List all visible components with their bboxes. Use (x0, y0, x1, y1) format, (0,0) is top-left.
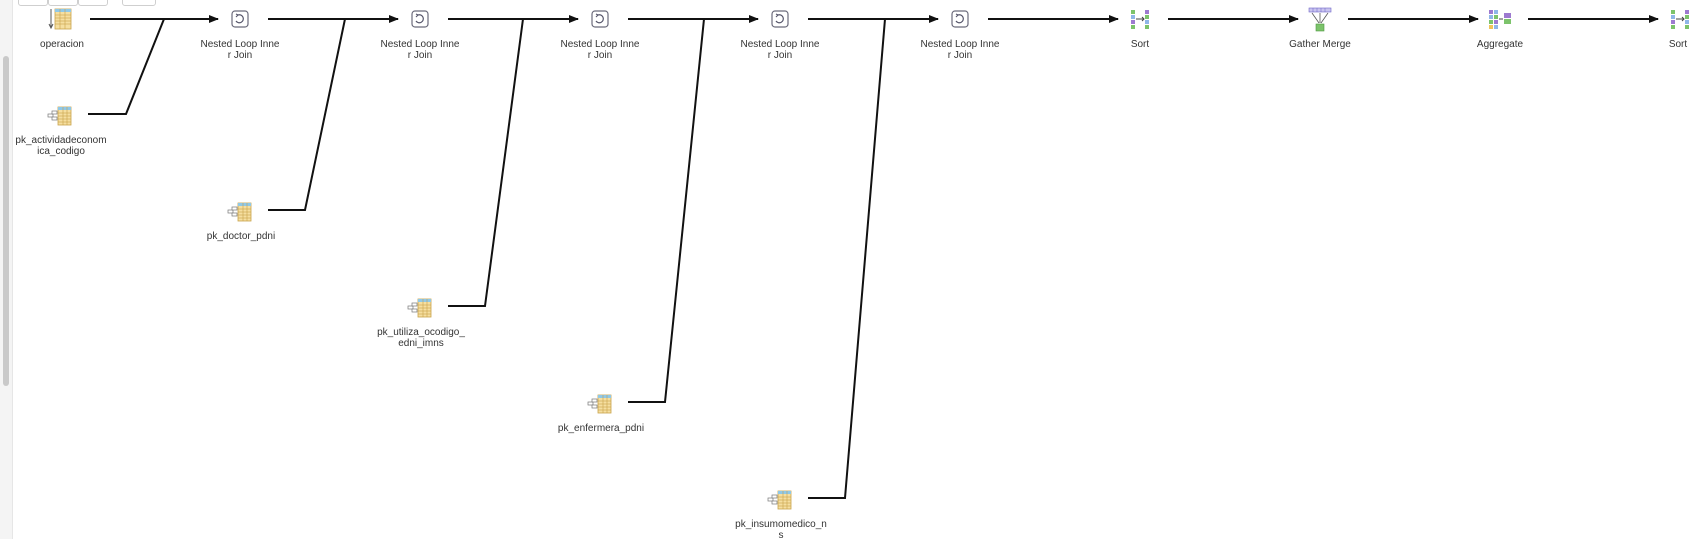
nested-loop-icon[interactable] (231, 10, 249, 28)
index-scan-icon[interactable] (227, 202, 252, 222)
node-label-gather-merge: Gather Merge (1289, 39, 1351, 50)
node-label-idx-actividad: pk_actividadeconomica_codigo (15, 135, 107, 157)
node-label-idx-enfermera: pk_enfermera_pdni (557, 423, 645, 434)
node-label-join3: Nested Loop Inner Join (560, 39, 640, 61)
index-scan-icon[interactable] (767, 490, 792, 510)
node-label-operacion: operacion (40, 39, 84, 50)
node-label-aggregate: Aggregate (1476, 39, 1524, 50)
node-label-join2: Nested Loop Inner Join (380, 39, 460, 61)
nested-loop-icon[interactable] (951, 10, 969, 28)
node-label-idx-insumo: pk_insumomedico_ns (735, 519, 827, 541)
gather-merge-icon[interactable] (1308, 7, 1332, 32)
toolbar-button-4[interactable] (122, 0, 156, 6)
edge-idx-doctor (268, 18, 346, 211)
sort-icon[interactable] (1670, 9, 1690, 30)
aggregate-icon[interactable] (1488, 9, 1512, 30)
edge-idx-enfermera (628, 18, 705, 403)
sort-icon[interactable] (1130, 9, 1150, 30)
node-label-join4: Nested Loop Inner Join (740, 39, 820, 61)
branch-edges (88, 18, 886, 499)
seq-scan-icon[interactable] (48, 8, 72, 30)
vertical-scrollbar[interactable] (0, 0, 13, 539)
index-scan-icon[interactable] (587, 394, 612, 414)
node-label-join1: Nested Loop Inner Join (200, 39, 280, 61)
nested-loop-icon[interactable] (411, 10, 429, 28)
node-label-sort-final: Sort (1668, 39, 1688, 50)
toolbar-button-2[interactable] (48, 0, 78, 6)
index-scan-icon[interactable] (407, 298, 432, 318)
scrollbar-thumb[interactable] (3, 56, 9, 386)
node-label-idx-doctor: pk_doctor_pdni (206, 231, 276, 242)
edge-idx-insumo (808, 18, 886, 499)
index-scan-icon[interactable] (47, 106, 72, 126)
node-label-join5: Nested Loop Inner Join (920, 39, 1000, 61)
node-label-idx-utiliza: pk_utiliza_ocodigo_edni_imns (377, 327, 465, 349)
edge-idx-actividad (88, 18, 165, 115)
nested-loop-icon[interactable] (591, 10, 609, 28)
edge-idx-utiliza (448, 18, 524, 307)
node-label-sort: Sort (1130, 39, 1150, 50)
toolbar-button-1[interactable] (18, 0, 48, 6)
nested-loop-icon[interactable] (771, 10, 789, 28)
toolbar-button-3[interactable] (78, 0, 108, 6)
